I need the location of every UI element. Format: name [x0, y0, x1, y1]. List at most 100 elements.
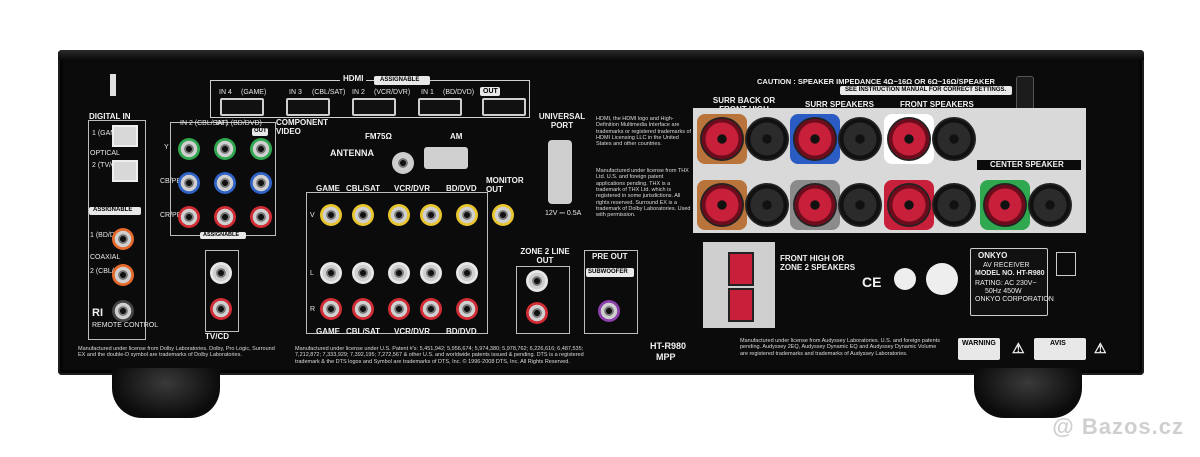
- hdmi-out-port[interactable]: [482, 98, 526, 116]
- hdmi-in3-port[interactable]: [286, 98, 330, 116]
- comp-out-y[interactable]: [250, 138, 272, 160]
- zone2-out-l[interactable]: [526, 270, 548, 292]
- front-l-plus[interactable]: [887, 117, 931, 161]
- front-high-r-clip[interactable]: [728, 288, 754, 322]
- front-high-label: FRONT HIGH OR ZONE 2 SPEAKERS: [780, 254, 856, 272]
- front-l-minus[interactable]: [932, 117, 976, 161]
- preout-label: PRE OUT: [592, 252, 628, 261]
- game-audio-r[interactable]: [320, 298, 342, 320]
- thx-trademark-note: Manufactured under license from THX Ltd.…: [596, 168, 691, 219]
- comp-in1-cb[interactable]: [214, 172, 236, 194]
- av-receiver-label: AV RECEIVER: [983, 262, 1030, 269]
- coax-label: COAXIAL: [90, 254, 121, 261]
- center-plus[interactable]: [983, 183, 1027, 227]
- hdmi-in4-port[interactable]: [220, 98, 264, 116]
- vcr-in-audio-r[interactable]: [388, 298, 410, 320]
- cblsat-video-jack[interactable]: [352, 204, 374, 226]
- component-assignable-badge: [200, 232, 246, 239]
- comp-in2-cr[interactable]: [178, 206, 200, 228]
- bddvd-audio-r[interactable]: [456, 298, 478, 320]
- caution-icon: ⚠: [1094, 340, 1107, 356]
- zone2-label: ZONE 2 LINE OUT: [520, 247, 570, 265]
- comp-in2-y[interactable]: [178, 138, 200, 160]
- preout-section: [584, 250, 638, 334]
- comp-out-cr[interactable]: [250, 206, 272, 228]
- watermark: @ Bazos.cz: [1052, 414, 1184, 439]
- vcr-out-video-jack[interactable]: [420, 204, 442, 226]
- hdmi-out-label: OUT: [483, 88, 498, 95]
- comp-out-cb[interactable]: [250, 172, 272, 194]
- coax-1-jack[interactable]: [112, 228, 134, 250]
- hdmi-in3-label: IN 3: [289, 89, 302, 96]
- right-foot: [974, 368, 1082, 418]
- comp-in2-cb[interactable]: [178, 172, 200, 194]
- center-minus[interactable]: [1028, 183, 1072, 227]
- component-in2-label: IN 2 (CBL/SAT): [180, 120, 229, 127]
- tvcd-audio-l[interactable]: [210, 262, 232, 284]
- monitor-out-jack[interactable]: [492, 204, 514, 226]
- bddvd-audio-l[interactable]: [456, 262, 478, 284]
- surr-back-r-minus[interactable]: [745, 183, 789, 227]
- av-label-game-bottom: GAME: [316, 327, 340, 336]
- comp-in1-cr[interactable]: [214, 206, 236, 228]
- dolby-trademark-note: Manufactured under license from Dolby La…: [78, 346, 275, 359]
- bddvd-video-jack[interactable]: [456, 204, 478, 226]
- optical-label: OPTICAL: [90, 150, 120, 157]
- front-high-l-clip[interactable]: [728, 252, 754, 286]
- tvcd-audio-r[interactable]: [210, 298, 232, 320]
- brand-label: ONKYO: [978, 251, 1008, 260]
- optical-1-port[interactable]: [112, 125, 138, 147]
- remote-control-label: REMOTE CONTROL: [92, 322, 159, 329]
- av-label-vcrdvr-bottom: VCR/DVR: [394, 327, 431, 336]
- front-r-minus[interactable]: [932, 183, 976, 227]
- av-inputs-section: [306, 192, 488, 334]
- subwoofer-jack[interactable]: [598, 300, 620, 322]
- surr-l-plus[interactable]: [793, 117, 837, 161]
- coax-1-label: 1 (BD/DVD): [90, 232, 127, 239]
- surr-r-plus[interactable]: [793, 183, 837, 227]
- fm-label: FM75Ω: [365, 132, 392, 141]
- comp-in1-y[interactable]: [214, 138, 236, 160]
- am-antenna-terminal[interactable]: [424, 147, 468, 169]
- surr-back-l-minus[interactable]: [745, 117, 789, 161]
- weee-icon: [1056, 252, 1076, 276]
- game-video-jack[interactable]: [320, 204, 342, 226]
- vcr-out-audio-r[interactable]: [420, 298, 442, 320]
- game-audio-l[interactable]: [320, 262, 342, 284]
- zone2-out-r[interactable]: [526, 302, 548, 324]
- vcr-out-audio-l[interactable]: [420, 262, 442, 284]
- hdmi-assignable-label: ASSIGNABLE: [380, 77, 420, 83]
- left-foot: [112, 368, 220, 418]
- hdmi-in3-sub: (CBL/SAT): [312, 89, 346, 96]
- universal-port-connector[interactable]: [548, 140, 572, 204]
- hdmi-in4-label: IN 4: [219, 89, 232, 96]
- av-label-vcrdvr: VCR/DVR: [394, 184, 431, 193]
- hdmi-in1-label: IN 1: [421, 89, 434, 96]
- hdmi-in2-port[interactable]: [352, 98, 396, 116]
- subwoofer-badge: [586, 268, 634, 277]
- front-r-plus[interactable]: [887, 183, 931, 227]
- hdmi-title: HDMI: [340, 74, 367, 83]
- vcr-in-audio-l[interactable]: [388, 262, 410, 284]
- cblsat-audio-l[interactable]: [352, 262, 374, 284]
- ri-logo: RI: [92, 307, 103, 319]
- remote-control-jack[interactable]: [112, 300, 134, 322]
- cblsat-audio-r[interactable]: [352, 298, 374, 320]
- am-label: AM: [450, 132, 463, 141]
- front-label: FRONT SPEAKERS: [900, 100, 974, 109]
- surr-back-r-plus[interactable]: [700, 183, 744, 227]
- component-assignable-label: ASSIGNABLE: [203, 232, 240, 238]
- top-rail: [58, 50, 1144, 60]
- row-l-label: L: [310, 270, 314, 277]
- universal-port-rating: 12V ⎓ 0.5A: [545, 210, 582, 217]
- avis-label: AVIS: [1050, 340, 1066, 347]
- surr-r-minus[interactable]: [838, 183, 882, 227]
- surr-l-minus[interactable]: [838, 117, 882, 161]
- coax-2-jack[interactable]: [112, 264, 134, 286]
- fm-antenna-jack[interactable]: [392, 152, 414, 174]
- vcr-in-video-jack[interactable]: [388, 204, 410, 226]
- surr-back-l-plus[interactable]: [700, 117, 744, 161]
- hdmi-in1-port[interactable]: [418, 98, 462, 116]
- optical-2-port[interactable]: [112, 160, 138, 182]
- av-label-game: GAME: [316, 184, 340, 193]
